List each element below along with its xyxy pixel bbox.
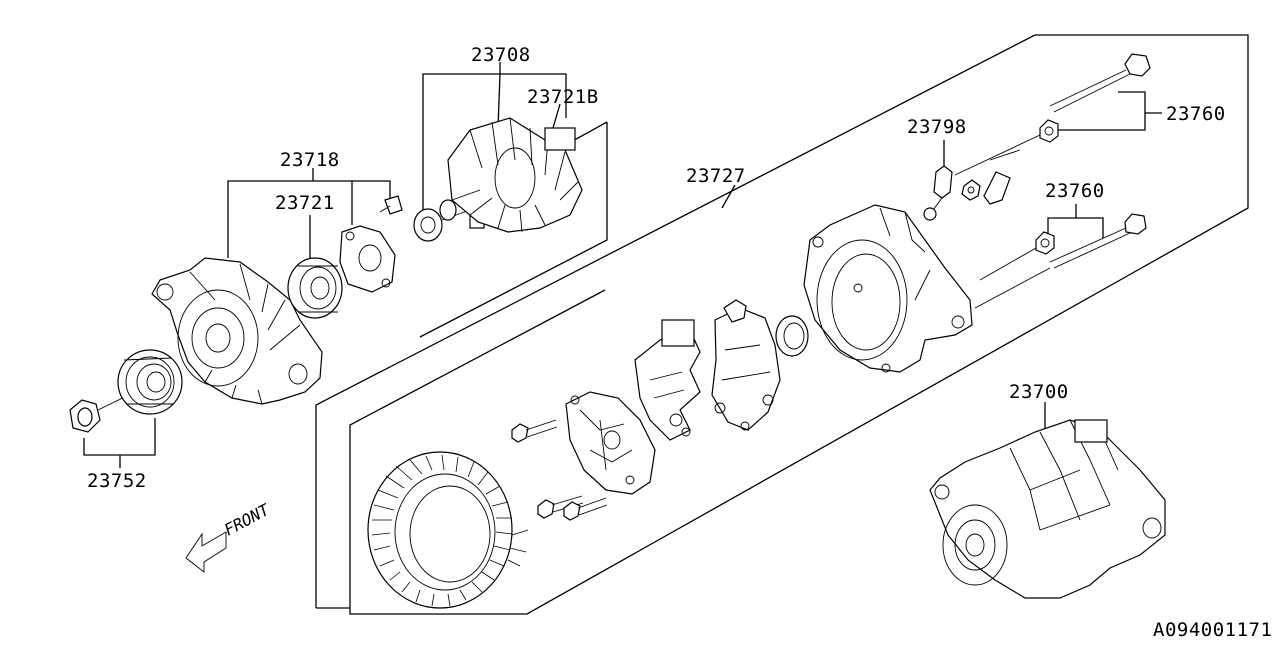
front-bearing — [287, 257, 343, 319]
label-23760-mid: 23760 — [1045, 180, 1105, 202]
label-23760-top: 23760 — [1166, 103, 1226, 125]
seal-ring — [775, 315, 809, 357]
rectifier-plate — [565, 391, 656, 495]
label-23721: 23721 — [275, 192, 335, 214]
label-23718: 23718 — [280, 149, 340, 171]
terminal-bolt — [923, 149, 1021, 221]
stator — [367, 451, 529, 609]
label-23752: 23752 — [87, 470, 147, 492]
label-23721b: 23721B — [527, 86, 599, 108]
label-23798: 23798 — [907, 116, 967, 138]
retainer-plate — [339, 195, 403, 293]
regulator — [711, 299, 781, 431]
rotor-assembly — [413, 117, 583, 242]
front-housing — [151, 257, 323, 405]
screws — [511, 419, 608, 521]
rear-housing — [803, 204, 973, 373]
leader-lines — [83, 62, 1162, 468]
label-23727: 23727 — [686, 165, 746, 187]
group-frame-23727 — [315, 34, 1249, 615]
label-23708: 23708 — [471, 44, 531, 66]
front-label: FRONT — [221, 500, 274, 540]
through-bolts — [954, 53, 1151, 309]
reference-code: A094001171 — [1153, 619, 1272, 640]
label-23700: 23700 — [1009, 381, 1069, 403]
pulley-assembly — [69, 349, 183, 433]
brush-holder — [634, 319, 701, 441]
front-direction-arrow: FRONT — [185, 500, 274, 573]
part-labels: 23708 23721B 23718 23721 23727 23798 237… — [87, 44, 1272, 641]
complete-alternator — [929, 419, 1166, 599]
